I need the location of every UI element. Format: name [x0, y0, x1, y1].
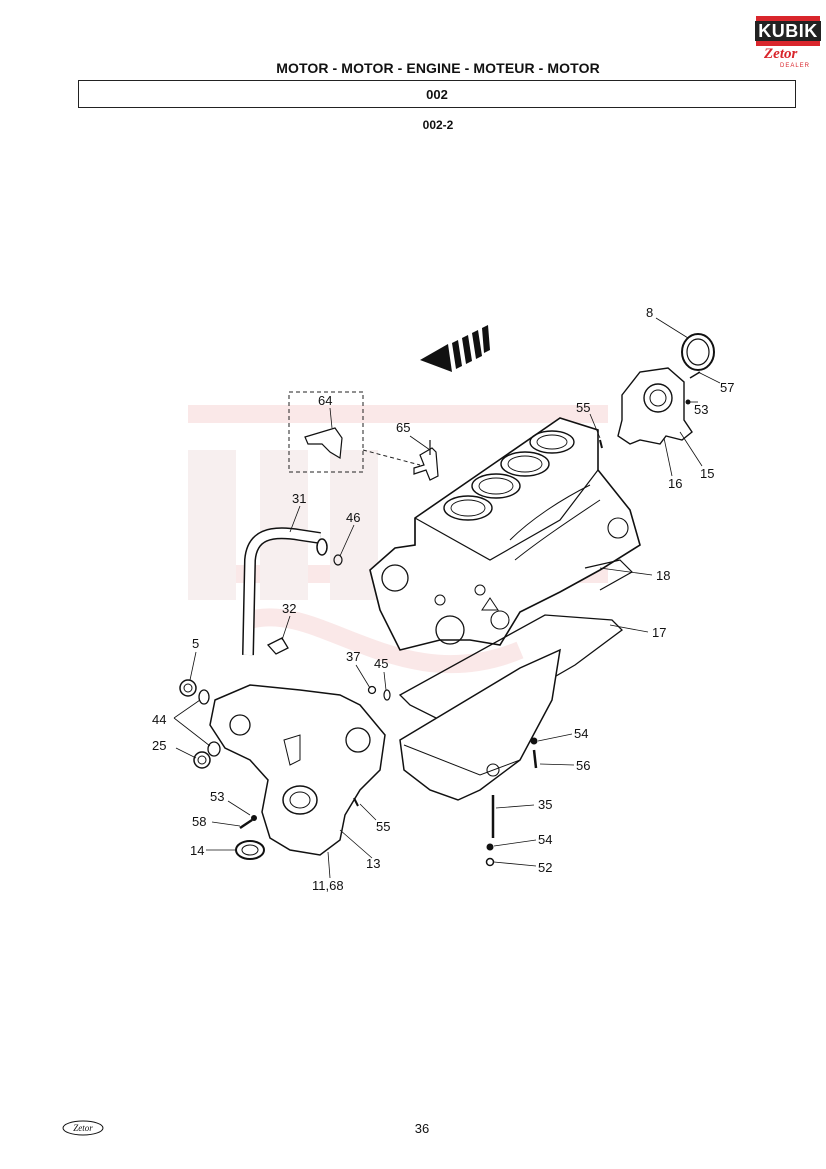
callout-18: 18: [656, 568, 670, 583]
front-seal-14: [235, 840, 265, 860]
callout-37: 37: [346, 649, 360, 664]
zetor-footer-text: Zetor: [73, 1123, 93, 1133]
callout-55-front: 55: [376, 819, 390, 834]
dealer-logo-text: DEALER: [780, 63, 811, 69]
callout-52: 52: [538, 860, 552, 875]
callout-32: 32: [282, 601, 296, 616]
callout-11-68: 11,68: [312, 878, 344, 893]
bracket-part-64: [304, 427, 343, 460]
kubik-logo-bar: KUBIK: [755, 16, 821, 46]
callout-17: 17: [652, 625, 666, 640]
page-number: 36: [414, 1121, 430, 1136]
plug-part-5: [179, 679, 197, 697]
callout-8: 8: [646, 305, 653, 320]
zetor-logo-text: Zetor: [764, 46, 798, 62]
oil-pan-gasket-17: [398, 614, 623, 721]
callout-5: 5: [192, 636, 199, 651]
oil-pan: [399, 648, 561, 801]
rear-cover-15: [617, 367, 693, 445]
callout-46: 46: [346, 510, 360, 525]
engine-block: [369, 417, 641, 651]
rear-seal-ring-8: [681, 333, 715, 371]
sub-code: 002-2: [422, 118, 454, 132]
leader-lines: [173, 317, 721, 879]
callout-57: 57: [720, 380, 734, 395]
callout-35: 35: [538, 797, 552, 812]
callout-55-top: 55: [576, 400, 590, 415]
callout-25: 25: [152, 738, 166, 753]
callout-16: 16: [668, 476, 682, 491]
group-code: 002: [426, 86, 448, 102]
direction-arrow-icon: [420, 325, 490, 372]
kubik-zetor-logo: KUBIK Zetor DEALER: [755, 16, 821, 74]
cap-part-32: [266, 637, 289, 655]
callout-14: 14: [190, 843, 204, 858]
callout-15: 15: [700, 466, 714, 481]
page-title: MOTOR - MOTOR - ENGINE - MOTEUR - MOTOR: [276, 60, 600, 76]
detail-box-64: [288, 391, 364, 473]
callout-65: 65: [396, 420, 410, 435]
callout-58: 58: [192, 814, 206, 829]
o-ring-44a: [198, 689, 210, 705]
block-gasket-18: [584, 559, 633, 591]
callout-54-upper: 54: [574, 726, 588, 741]
kubik-logo-text: KUBIK: [755, 21, 821, 41]
callout-31: 31: [292, 491, 306, 506]
timing-cover: [209, 684, 386, 856]
callout-45: 45: [374, 656, 388, 671]
callout-54-lower: 54: [538, 832, 552, 847]
callout-53-rear: 53: [694, 402, 708, 417]
plug-part-25: [193, 751, 211, 769]
callout-64: 64: [318, 393, 332, 408]
callout-53-front: 53: [210, 789, 224, 804]
bracket-part-65: [413, 447, 439, 481]
callout-56: 56: [576, 758, 590, 773]
o-ring-44b: [207, 741, 221, 757]
callout-13: 13: [366, 856, 380, 871]
group-code-box: 002: [78, 80, 796, 108]
callout-44: 44: [152, 712, 166, 727]
zetor-footer-logo: Zetor: [62, 1120, 104, 1136]
